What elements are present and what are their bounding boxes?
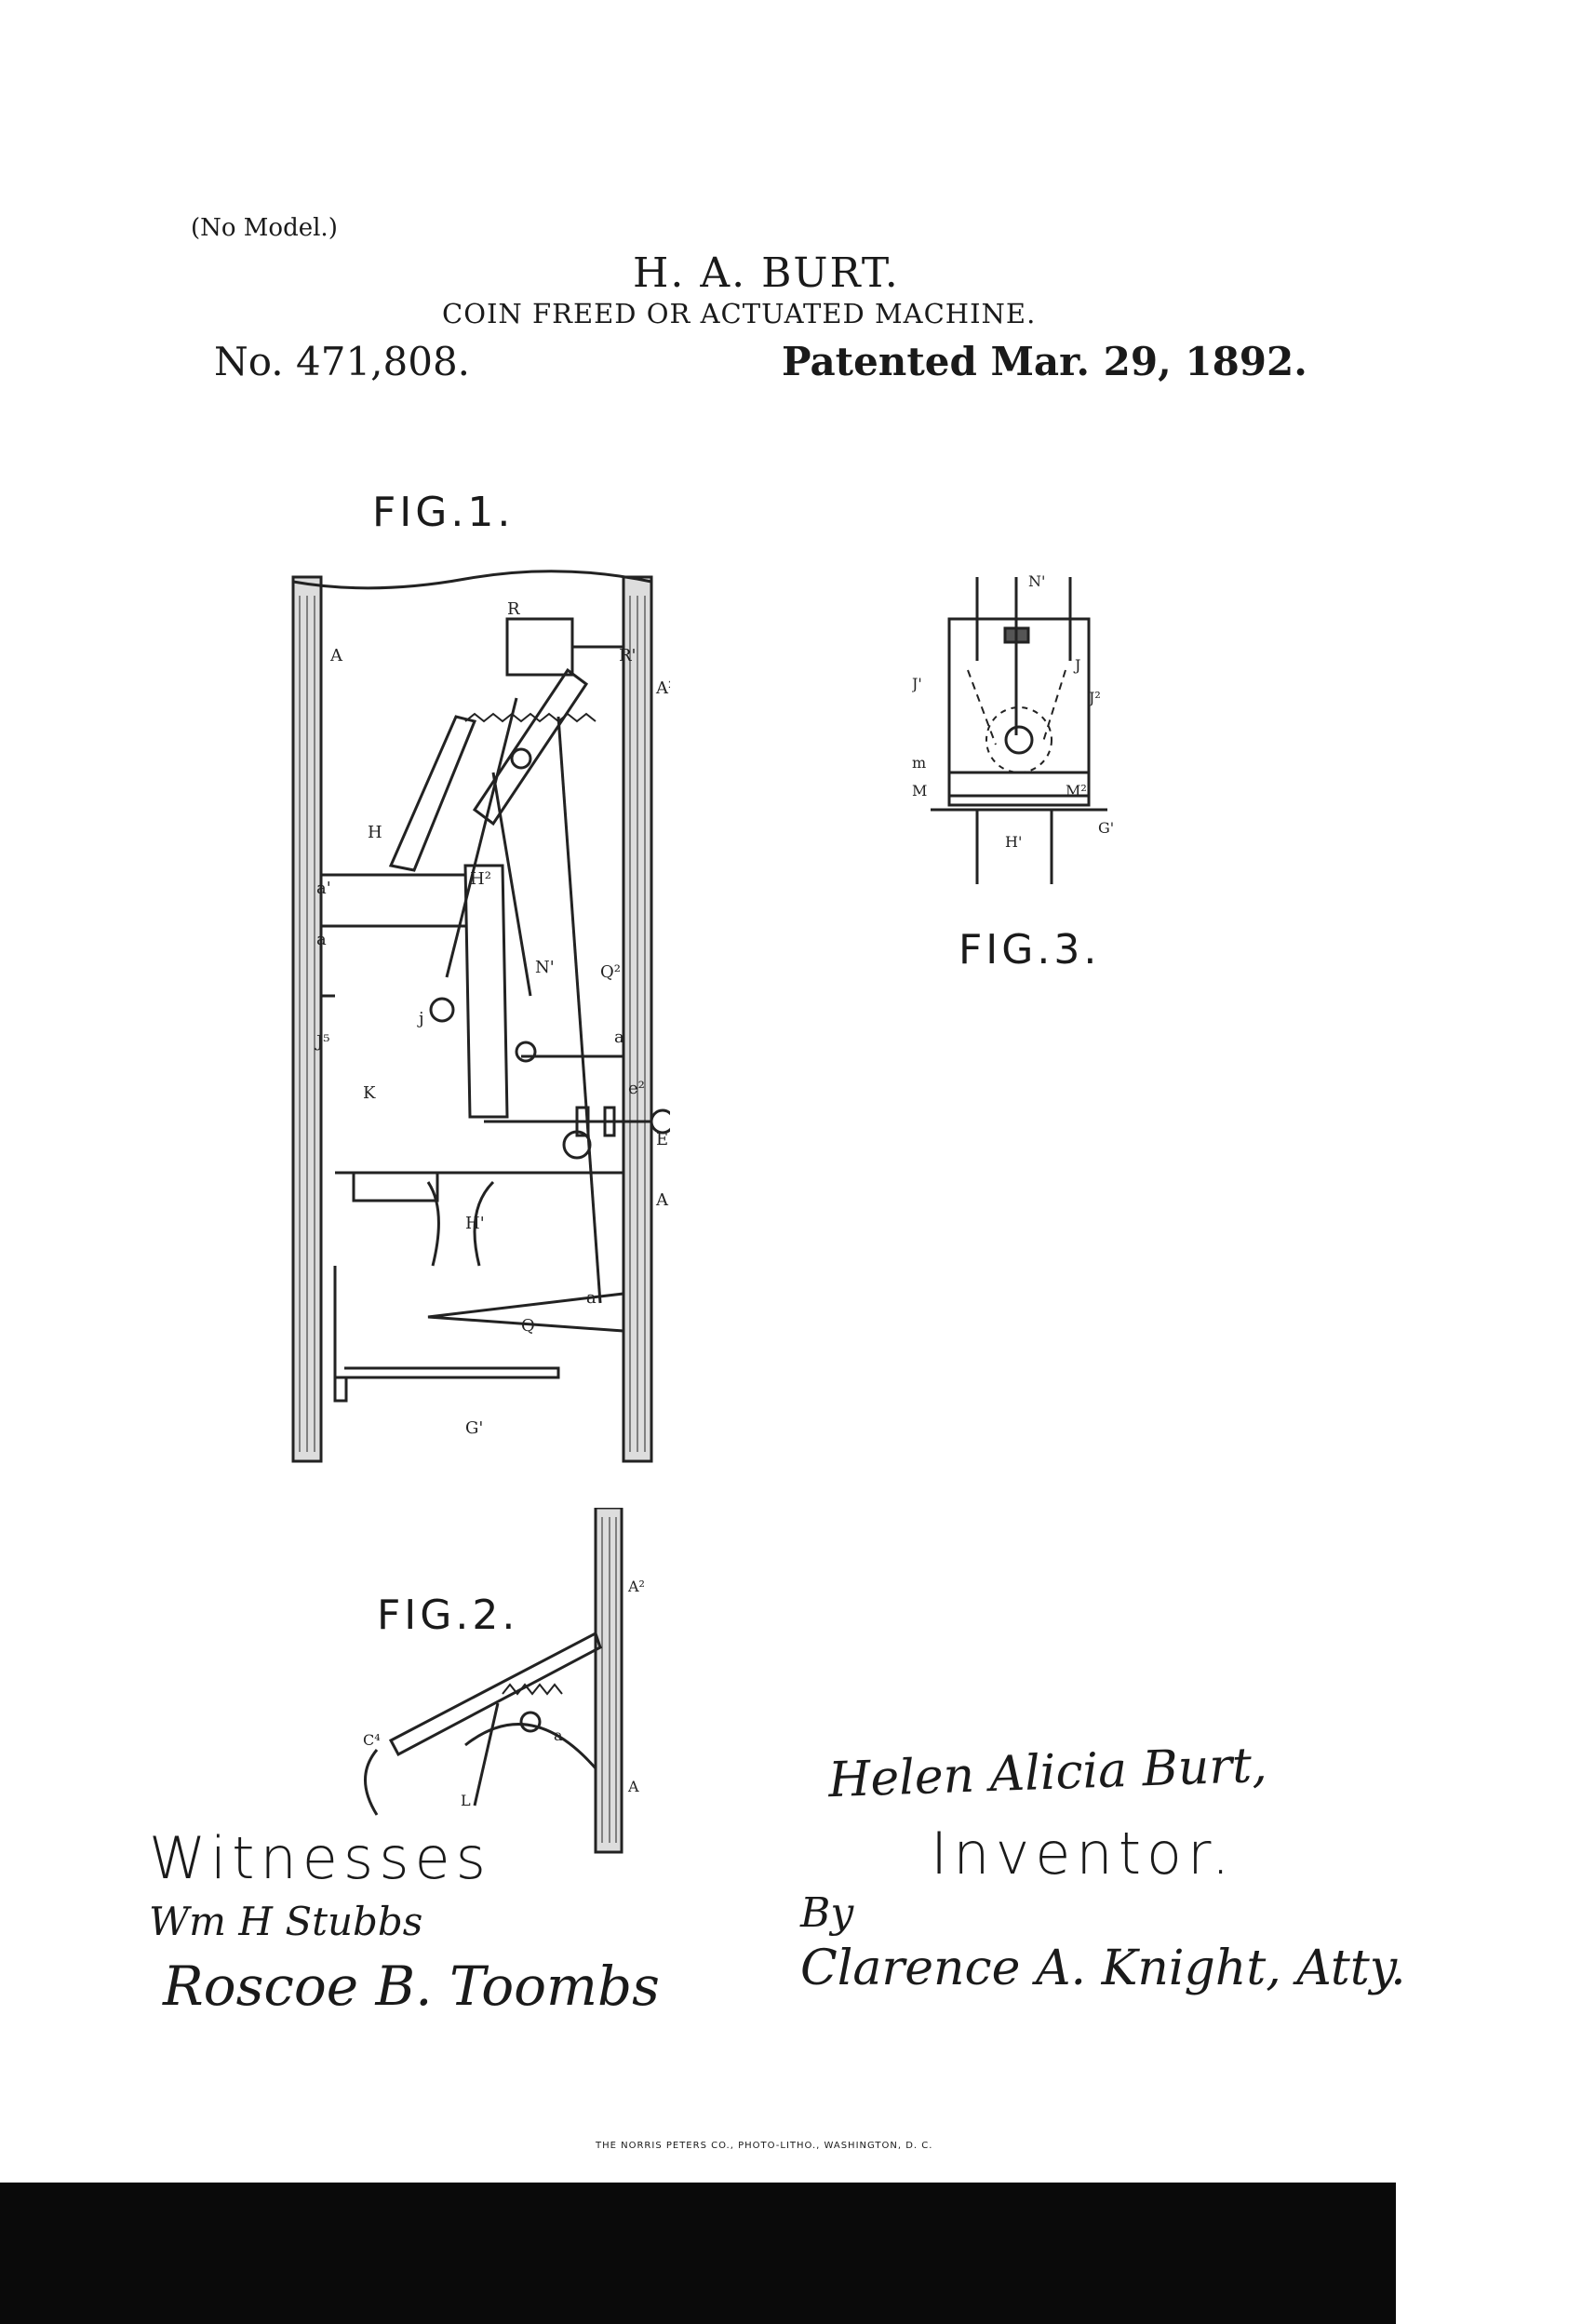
fig3-dashes — [967, 669, 1066, 746]
witness1-signature: Wm H Stubbs — [149, 1899, 423, 1944]
fig1-grain-right — [629, 596, 646, 1452]
fig2-arc — [464, 1723, 597, 1769]
fig1-rod-n — [491, 772, 532, 997]
fig1-letter-a1: a' — [316, 879, 331, 898]
fig2-curve-h — [364, 1749, 379, 1816]
fig1-letter-H1: H' — [465, 1214, 485, 1233]
fig3-letter-N1: N' — [1028, 572, 1045, 590]
fig2-pivot — [519, 1711, 542, 1733]
fig1-box-r — [505, 617, 574, 677]
fig2-grain — [601, 1517, 617, 1843]
fig1-top-edge — [292, 570, 652, 590]
fig1-drawing: R R' A A² H H² a' a j J⁵ K a e² E A H' Q… — [291, 570, 670, 1463]
fig1-screw — [333, 1376, 348, 1403]
fig3-hub — [1004, 725, 1034, 755]
fig1-collar-e2 — [603, 1106, 616, 1137]
fig1-pivot-e — [510, 747, 532, 770]
fig3-letter-J2: J² — [1087, 689, 1101, 706]
fig1-channel — [463, 864, 509, 1119]
fig1-letter-A2: A² — [655, 678, 670, 698]
printer-credit: THE NORRIS PETERS CO., PHOTO-LITHO., WAS… — [596, 2141, 933, 2151]
fig3-letter-H1: H' — [1005, 833, 1022, 851]
fig1-letter-H2: H² — [470, 869, 491, 889]
fig1-grain-left — [299, 596, 315, 1452]
fig1-funnel — [426, 1180, 495, 1267]
fig1-letter-a-low: a — [586, 1288, 597, 1308]
fig1-letter-A: A — [329, 646, 343, 665]
fig2-letter-C4: C⁴ — [363, 1731, 381, 1749]
inventor-label: Inventor. — [931, 1820, 1236, 1887]
by-signature: By — [800, 1889, 854, 1937]
fig1-letter-Q2: Q² — [600, 962, 621, 982]
fig1-letter-A-low: A — [655, 1190, 669, 1210]
no-model-note: (No Model.) — [191, 214, 338, 242]
fig3-base-m — [947, 771, 1091, 798]
fig1-letter-G1: G' — [465, 1418, 483, 1438]
patent-title: COIN FREED OR ACTUATED MACHINE. — [442, 298, 1037, 329]
fig1-letter-a: a — [316, 930, 327, 949]
fig2-spring — [502, 1683, 563, 1696]
fig1-letter-Q: Q — [521, 1316, 535, 1336]
fig2-label: FIG.2. — [377, 1592, 519, 1639]
fig1-letter-K: K — [363, 1083, 376, 1103]
patent-number: No. 471,808. — [214, 339, 471, 384]
fig2-letter-a: a — [554, 1726, 563, 1744]
fig2-drawing: A² A C⁴ L a — [363, 1508, 645, 1854]
fig1-letter-e2: e² — [628, 1079, 645, 1098]
fig1-knob-e — [650, 1108, 670, 1135]
fig3-frame — [947, 617, 1091, 807]
fig3-letter-J: J — [1073, 656, 1080, 674]
fig3-letter-M2: M² — [1066, 782, 1087, 799]
patent-date: Patented Mar. 29, 1892. — [782, 339, 1307, 384]
witness2-signature: Roscoe B. Toombs — [163, 1955, 660, 2018]
inventor-name-heading: H. A. BURT. — [633, 249, 900, 297]
fig2-letter-L: L — [461, 1792, 471, 1809]
fig1-slide-m — [352, 1171, 439, 1202]
fig3-letter-M: M — [912, 782, 927, 799]
fig3-letter-G1: G' — [1098, 819, 1114, 837]
fig2-letter-A2: A² — [627, 1578, 645, 1595]
attorney-signature: Clarence A. Knight, Atty. — [800, 1941, 1406, 1996]
fig1-letter-j5: J⁵ — [315, 1032, 329, 1052]
scan-edge-bar — [0, 2183, 1396, 2324]
fig1-letter-R1: R' — [619, 646, 637, 665]
fig2-letter-A: A — [627, 1778, 639, 1795]
fig1-letter-j: j — [417, 1009, 424, 1028]
fig1-letter-E: E — [656, 1130, 668, 1149]
fig3-letter-m: m — [912, 754, 926, 772]
fig1-letter-R: R — [507, 599, 520, 619]
fig1-letter-H: H — [368, 823, 382, 842]
fig1-spring-top — [464, 712, 597, 723]
fig1-letter-N1: N' — [535, 958, 555, 977]
witnesses-label: Witnesses — [149, 1824, 491, 1892]
fig1-chute-left — [388, 715, 477, 872]
fig1-pivot-n1 — [515, 1041, 537, 1063]
fig1-wedge-q — [427, 1292, 625, 1333]
fig2-rod-l — [473, 1702, 500, 1807]
fig1-letter-a-right: a — [614, 1028, 624, 1047]
fig2-wall — [594, 1508, 623, 1854]
fig3-label: FIG.3. — [959, 926, 1101, 974]
fig3-drawing: N' J J' J² m M M² G' H' — [912, 572, 1114, 884]
fig3-dash-circle — [985, 706, 1052, 773]
inventor-signature: Helen Alicia Burt, — [827, 1737, 1268, 1809]
fig1-rod-a — [445, 697, 518, 978]
fig1-collar-e4 — [575, 1106, 590, 1137]
fig1-tray — [344, 1366, 560, 1379]
fig1-pivot-j — [429, 997, 455, 1023]
fig3-letter-J1: J' — [912, 675, 922, 692]
fig2-chute — [388, 1631, 602, 1757]
fig1-rod-q2 — [556, 716, 602, 1304]
fig1-label: FIG.1. — [372, 489, 515, 536]
